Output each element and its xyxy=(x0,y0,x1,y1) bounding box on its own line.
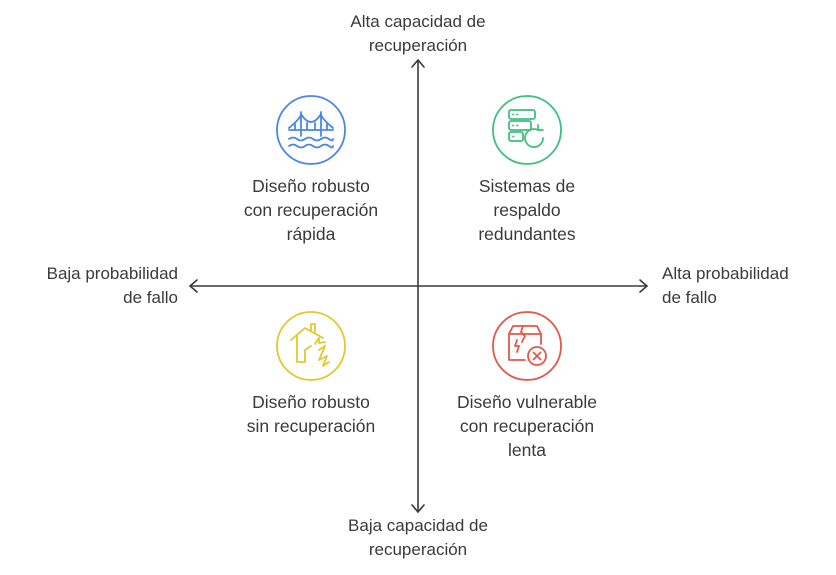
quadrant-top-right-label: Sistemas de respaldo redundantes xyxy=(478,176,576,244)
quadrant-top-left-label: Diseño robusto con recuperación rápida xyxy=(243,176,379,244)
quadrant-bottom-left-label: Diseño robusto sin recuperación xyxy=(246,392,376,436)
bridge-icon xyxy=(275,94,347,166)
vertical-axis-top-arrow xyxy=(411,59,425,68)
vertical-axis-bottom-arrow xyxy=(411,504,425,513)
damaged-box-icon xyxy=(491,310,563,382)
axis-label-bottom: Baja capacidad de recuperación xyxy=(348,516,488,559)
horizontal-axis-left-arrow xyxy=(189,279,198,293)
axis-label-left: Baja probabilidad de fallo xyxy=(46,264,178,307)
quadrant-bottom-right-label: Diseño vulnerable con recuperación lenta xyxy=(456,392,598,460)
horizontal-axis-right-arrow xyxy=(639,279,648,293)
quadrant-bottom-right: Diseño vulnerable con recuperación lenta xyxy=(422,310,632,462)
broken-house-icon xyxy=(275,310,347,382)
server-refresh-icon xyxy=(491,94,563,166)
axis-label-right: Alta probabilidad de fallo xyxy=(662,264,789,307)
quadrant-top-right: Sistemas de respaldo redundantes xyxy=(422,94,632,246)
quadrant-top-left: Diseño robusto con recuperación rápida xyxy=(206,94,416,246)
quadrant-bottom-left: Diseño robusto sin recuperación xyxy=(206,310,416,438)
axis-label-top: Alta capacidad de recuperación xyxy=(350,12,486,55)
